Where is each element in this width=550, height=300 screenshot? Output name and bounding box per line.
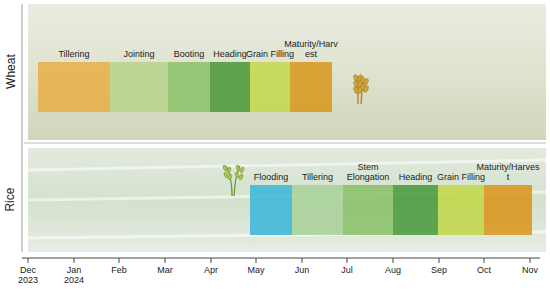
row-label: Wheat: [4, 55, 17, 90]
stage-fill: [210, 62, 250, 112]
month-label: Aug: [379, 266, 407, 276]
stage-label: Grain Filling: [242, 50, 298, 62]
stage-label: Heading: [385, 173, 446, 185]
stage-bar: Maturity/Harvest: [476, 163, 540, 235]
month-label: Oct: [470, 266, 498, 276]
stage-label: Jointing: [102, 50, 176, 62]
month-label: Sep: [425, 266, 453, 276]
month-label: Jul: [333, 266, 361, 276]
month-label: Feb: [105, 266, 133, 276]
stage-bar: Heading: [385, 173, 446, 235]
rice-rows: [28, 160, 546, 238]
stage-label: Stem Elongation: [335, 163, 401, 185]
stage-label: Flooding: [242, 173, 300, 185]
wheat-icon: [353, 74, 369, 104]
wheat-photo-band: [28, 4, 546, 140]
stage-label: Tillering: [30, 50, 118, 62]
stage-fill: [290, 62, 332, 112]
rice-icon: [222, 165, 244, 196]
time-axis: [22, 258, 540, 259]
stage-fill: [168, 62, 210, 112]
month-label: Jan 2024: [60, 266, 88, 286]
stage-label: Booting: [160, 50, 218, 62]
row-label: Rice: [4, 188, 17, 212]
stage-bar: Maturity/Harvest: [282, 40, 340, 112]
stage-fill: [438, 185, 484, 235]
stage-label: Grain Filling: [430, 173, 492, 185]
stage-fill: [110, 62, 168, 112]
stage-bar: Grain Filling: [430, 173, 492, 235]
axis-ticks: [28, 258, 530, 263]
month-label: Dec 2023: [14, 266, 42, 286]
stage-label: Maturity/Harvest: [282, 40, 340, 62]
month-label: Apr: [197, 266, 225, 276]
stage-fill: [250, 185, 292, 235]
stage-bar: Tillering: [30, 50, 118, 112]
stage-label: Tillering: [284, 173, 351, 185]
stage-bar: Tillering: [284, 173, 351, 235]
month-label: Jun: [288, 266, 316, 276]
row-label-divider: [22, 4, 23, 252]
stage-bar: Jointing: [102, 50, 176, 112]
month-label: Mar: [151, 266, 179, 276]
stage-label: Maturity/Harvest: [476, 163, 540, 185]
stage-fill: [292, 185, 343, 235]
stage-fill: [393, 185, 438, 235]
month-label: May: [242, 266, 270, 276]
stage-bar: Stem Elongation: [335, 163, 401, 235]
stage-fill: [343, 185, 393, 235]
stage-fill: [38, 62, 110, 112]
stage-fill: [484, 185, 532, 235]
row-divider: [24, 143, 546, 144]
stage-fill: [250, 62, 290, 112]
rice-photo-band: [28, 148, 546, 252]
month-label: Nov: [516, 266, 544, 276]
